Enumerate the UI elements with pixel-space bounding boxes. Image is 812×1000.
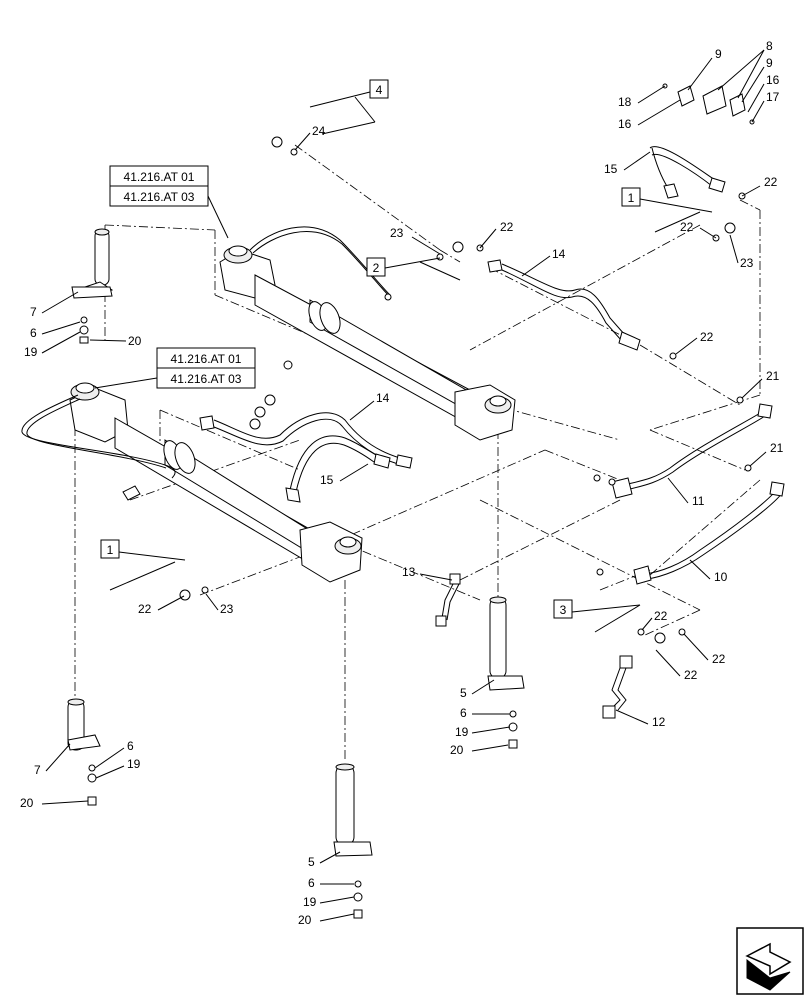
callout-8: 8 [766, 39, 773, 53]
callout-15b: 15 [320, 473, 334, 487]
callout-21b: 21 [770, 441, 784, 455]
callout-19a: 19 [24, 345, 38, 359]
callout-20c: 20 [20, 796, 34, 810]
callout-6b: 6 [460, 706, 467, 720]
small-tubes [435, 573, 633, 719]
callout-7b: 7 [34, 763, 41, 777]
callout-14b: 14 [376, 391, 390, 405]
callout-7a: 7 [30, 305, 37, 319]
callout-20d: 20 [298, 913, 312, 927]
callout-16b: 16 [766, 73, 780, 87]
next-page-arrow-icon[interactable] [736, 927, 804, 995]
ref-top-b: 41.216.AT 03 [124, 190, 195, 204]
callout-21a: 21 [766, 369, 780, 383]
callout-12: 12 [652, 715, 666, 729]
clamp-group [662, 83, 755, 125]
callout-14a: 14 [552, 247, 566, 261]
callout-5a: 5 [460, 686, 467, 700]
fasteners [79, 136, 752, 919]
callout-22d: 22 [700, 330, 714, 344]
ref-mid-a: 41.216.AT 01 [171, 352, 242, 366]
callout-24: 24 [312, 124, 326, 138]
box-4-label: 4 [376, 83, 383, 97]
reference-box-middle[interactable]: 41.216.AT 01 41.216.AT 03 [94, 347, 256, 389]
callout-20b: 20 [450, 743, 464, 757]
callout-23a: 23 [740, 256, 754, 270]
callout-6a: 6 [30, 326, 37, 340]
callout-19d: 19 [303, 895, 317, 909]
view-box-1-top[interactable]: 1 [621, 187, 713, 233]
callout-5b: 5 [308, 855, 315, 869]
callout-17: 17 [766, 90, 780, 104]
callout-13: 13 [402, 565, 416, 579]
callout-19c: 19 [127, 757, 141, 771]
callout-22a: 22 [764, 175, 778, 189]
callout-23c: 23 [220, 602, 234, 616]
tubes [611, 403, 785, 585]
callout-23b: 23 [390, 226, 404, 240]
callout-16a: 16 [618, 117, 632, 131]
callout-9a: 9 [715, 47, 722, 61]
callout-11: 11 [692, 494, 705, 508]
callout-22g: 22 [712, 652, 726, 666]
ref-mid-b: 41.216.AT 03 [171, 372, 242, 386]
callouts: 24 18 16 9 8 9 16 17 15 22 22 23 22 14 2… [20, 39, 784, 927]
box-3-label: 3 [560, 603, 567, 617]
view-box-1-left[interactable]: 1 [100, 539, 186, 591]
callout-6c: 6 [127, 739, 134, 753]
callout-19b: 19 [455, 725, 469, 739]
callout-22b: 22 [680, 220, 694, 234]
box-1-top-label: 1 [628, 191, 635, 205]
ref-top-a: 41.216.AT 01 [124, 170, 195, 184]
callout-6d: 6 [308, 876, 315, 890]
box-1-left-label: 1 [107, 543, 114, 557]
callout-15a: 15 [604, 162, 618, 176]
view-box-4[interactable]: 4 [309, 79, 389, 135]
callout-22c: 22 [500, 220, 514, 234]
box-2-label: 2 [373, 261, 380, 275]
reference-box-top[interactable]: 41.216.AT 01 41.216.AT 03 [109, 165, 229, 239]
hoses [199, 146, 726, 503]
callout-10: 10 [714, 570, 728, 584]
callout-22f: 22 [654, 609, 668, 623]
top-cylinder [219, 226, 516, 441]
middle-cylinder [21, 382, 363, 583]
pins [67, 228, 525, 857]
callout-20a: 20 [128, 334, 142, 348]
callout-22e: 22 [138, 602, 152, 616]
callout-22h: 22 [684, 668, 698, 682]
view-box-3[interactable]: 3 [553, 599, 641, 633]
callout-9b: 9 [766, 56, 773, 70]
callout-18: 18 [618, 95, 632, 109]
view-box-2[interactable]: 2 [366, 257, 461, 281]
